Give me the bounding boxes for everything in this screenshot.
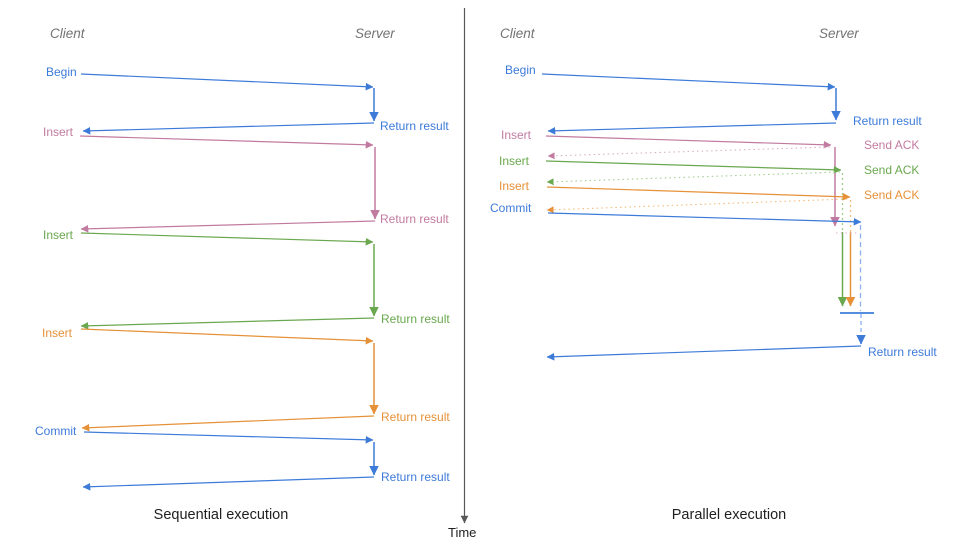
par-insert2-send-line: [545, 160, 842, 174]
par-server-header: Server: [819, 26, 859, 41]
par-commit-return-label: Return result: [868, 345, 937, 359]
par-begin-return-line: [547, 122, 837, 135]
par-insert3-ack-label: Send ACK: [864, 188, 919, 202]
time-axis: Time: [448, 8, 476, 540]
sequential-panel: Client Server Begin Return result Insert…: [35, 26, 450, 523]
seq-insert3-send-line: [80, 328, 374, 345]
seq-commit-send-line: [83, 431, 374, 444]
par-insert2-label: Insert: [499, 154, 530, 168]
time-axis-label: Time: [448, 525, 476, 540]
par-insert1-ack-line: [547, 146, 831, 160]
seq-insert2-return-line: [80, 317, 375, 330]
par-begin-send-line: [541, 73, 836, 91]
seq-insert3-return-line: [81, 415, 375, 432]
seq-server-header: Server: [355, 26, 395, 41]
seq-insert3-return-label: Return result: [381, 410, 450, 424]
par-insert3-label: Insert: [499, 179, 530, 193]
seq-insert1-return-label: Return result: [380, 212, 449, 226]
seq-commit-label: Commit: [35, 424, 77, 438]
parallel-panel: Client Server Begin Return result Insert…: [490, 26, 937, 523]
seq-begin-label: Begin: [46, 65, 77, 79]
seq-client-header: Client: [50, 26, 86, 41]
sequential-title: Sequential execution: [154, 507, 289, 523]
par-commit-label: Commit: [490, 201, 532, 215]
seq-insert2-label: Insert: [43, 228, 74, 242]
par-commit-send-line: [547, 212, 862, 226]
parallel-title: Parallel execution: [672, 507, 786, 523]
seq-insert1-label: Insert: [43, 125, 74, 139]
seq-begin-send-line: [80, 73, 374, 91]
seq-insert1-send-line: [79, 135, 374, 149]
seq-insert3-label: Insert: [42, 326, 73, 340]
seq-commit-return-label: Return result: [381, 470, 450, 484]
seq-begin-return-label: Return result: [380, 119, 449, 133]
par-insert1-send-line: [545, 135, 832, 149]
par-insert2-ack-label: Send ACK: [864, 163, 919, 177]
par-begin-label: Begin: [505, 63, 536, 77]
seq-commit-return-line: [82, 476, 375, 491]
seq-begin-return-line: [82, 122, 375, 135]
par-insert3-send-line: [546, 186, 851, 201]
par-insert3-ack-line: [546, 198, 848, 214]
seq-insert2-return-label: Return result: [381, 312, 450, 326]
par-insert2-ack-line: [546, 171, 841, 186]
par-insert1-ack-label: Send ACK: [864, 138, 919, 152]
par-insert1-label: Insert: [501, 128, 532, 142]
par-commit-return-line: [546, 345, 862, 361]
par-client-header: Client: [500, 26, 536, 41]
par-begin-return-label: Return result: [853, 114, 922, 128]
seq-insert1-return-line: [80, 220, 376, 233]
seq-insert2-send-line: [80, 232, 374, 246]
